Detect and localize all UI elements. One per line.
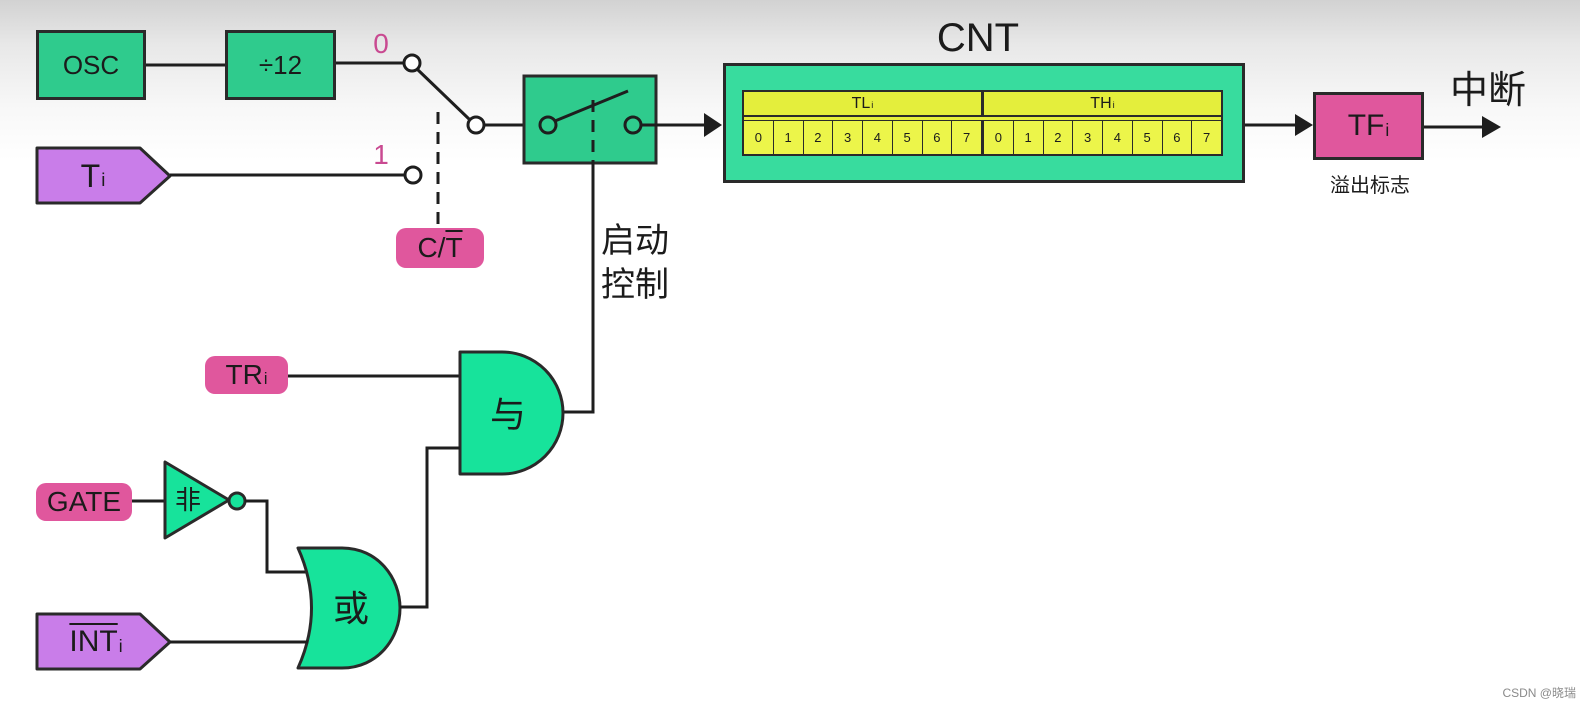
osc-label: OSC (62, 50, 120, 80)
not-gate-label: 非 (174, 485, 201, 515)
and-gate-shape (458, 350, 565, 476)
ct-switch-arm (415, 67, 471, 121)
wire-or-to-and (400, 446, 460, 609)
th-bit-2: 2 (1043, 120, 1074, 154)
and-gate-label: 与 (489, 394, 526, 435)
run-switch-contact-in (538, 115, 558, 135)
ti-pin-subscript: i (101, 169, 106, 191)
th-bit-6: 6 (1162, 120, 1193, 154)
int-pin-name: INT (69, 625, 118, 658)
overflow-flag-subscript: i (1385, 120, 1390, 141)
ct-select-overlined: T (445, 232, 463, 263)
th-bit-3: 3 (1073, 120, 1103, 154)
ct-switch-pivot (466, 115, 486, 135)
switch-contact-1 (403, 165, 423, 185)
contact-0-label: 0 (373, 28, 389, 59)
gate-bit-label: GATE (36, 483, 132, 521)
ti-input-pin-shape (35, 146, 172, 205)
arrow-to-interrupt (1482, 116, 1501, 138)
int-input-pin-shape (35, 612, 172, 671)
th-byte-subscript: i (1112, 100, 1115, 111)
not-gate-bubble (227, 491, 247, 511)
start-control-line2: 控制 (601, 266, 669, 304)
wire-not-to-or (245, 499, 308, 574)
wire-and-to-run-control (563, 163, 595, 414)
not-gate-shape (163, 460, 231, 540)
th-bit-7: 7 (1192, 120, 1221, 154)
th-bit-5: 5 (1132, 120, 1163, 154)
th-bit-0: 0 (984, 120, 1014, 154)
overflow-flag-name: TF (1347, 109, 1385, 142)
or-gate-label: 或 (332, 588, 369, 629)
tr-bit-subscript: i (263, 370, 268, 389)
tl-bit-5: 5 (892, 120, 923, 154)
th-bit-4: 4 (1103, 120, 1133, 154)
or-gate-shape (296, 546, 402, 670)
tr-bit-name: TR (225, 359, 263, 390)
tl-byte-subscript: i (871, 100, 874, 111)
counter-title: CNT (936, 16, 1020, 60)
arrow-to-cnt (704, 113, 722, 137)
tl-bit-7: 7 (952, 120, 981, 154)
int-pin-subscript: i (118, 636, 123, 657)
ti-pin-name: T (80, 157, 101, 194)
watermark: CSDN @晓瑞 (1502, 686, 1576, 700)
th-bit-1: 1 (1013, 120, 1044, 154)
switch-contact-0 (402, 53, 422, 73)
start-control-line1: 启动 (601, 222, 669, 260)
osc-block: OSC (36, 30, 146, 100)
overflow-flag-caption: 溢出标志 (1330, 175, 1410, 197)
tl-bit-6: 6 (922, 120, 953, 154)
interrupt-label: 中断 (1449, 70, 1526, 112)
ct-select-label: C/T (396, 228, 484, 268)
tl-bit-4: 4 (863, 120, 893, 154)
tl-byte-name: TL (851, 94, 871, 112)
divider-block: ÷12 (225, 30, 336, 100)
tl-bit-0: 0 (744, 120, 774, 154)
divider-label: ÷12 (258, 50, 303, 80)
ct-select-prefix: C/ (417, 232, 446, 263)
th-byte-name: TH (1090, 94, 1112, 112)
tl-bit-2: 2 (803, 120, 834, 154)
contact-1-label: 1 (373, 139, 389, 170)
arrow-to-flag (1295, 114, 1313, 136)
tl-bit-3: 3 (833, 120, 863, 154)
run-switch-contact-out (623, 115, 643, 135)
tl-bit-1: 1 (773, 120, 804, 154)
